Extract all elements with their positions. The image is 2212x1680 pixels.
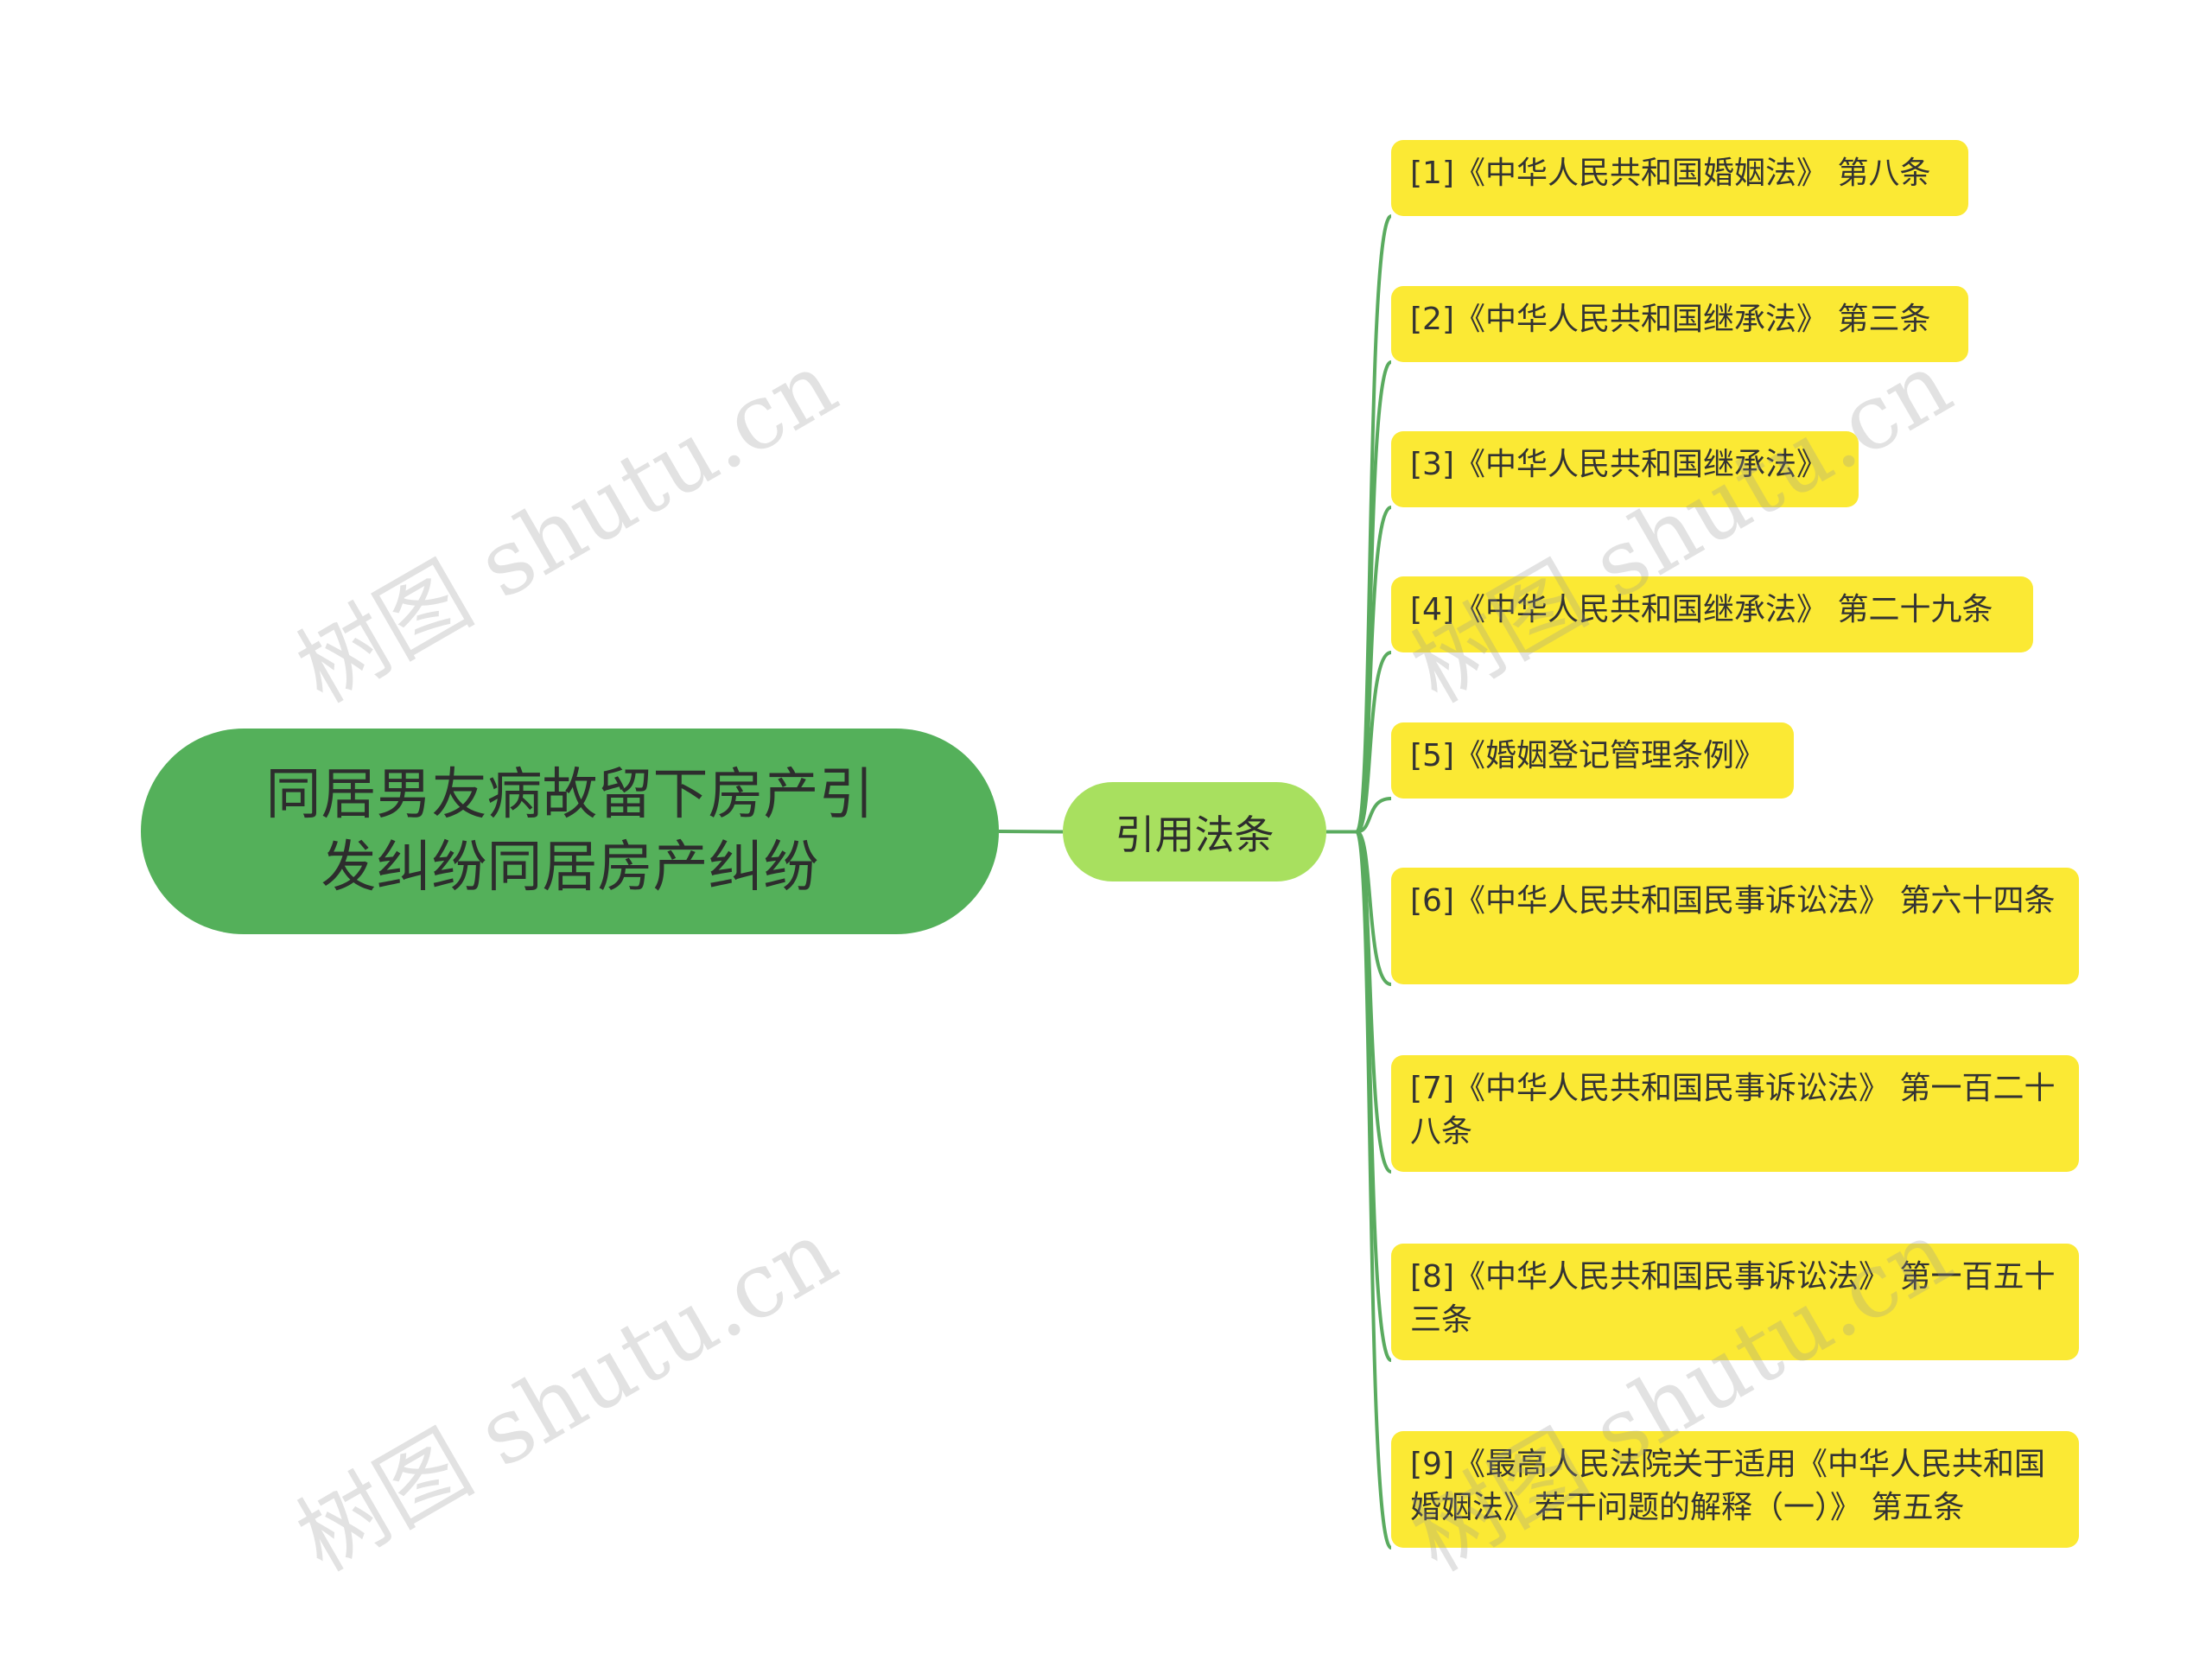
- branch-to-leaf-line-5: [1356, 797, 1392, 834]
- leaf-node-9[interactable]: [9]《最高人民法院关于适用《中华人民共和国婚姻法》若干问题的解释（一）》 第五…: [1391, 1431, 2079, 1548]
- leaf-node-label: [4]《中华人民共和国继承法》 第二十九条: [1410, 592, 1993, 627]
- leaf-node-3[interactable]: [3]《中华人民共和国继承法》: [1391, 431, 1859, 507]
- leaf-node-label: [8]《中华人民共和国民事诉讼法》 第一百五十三条: [1410, 1259, 2056, 1338]
- leaf-node-1[interactable]: [1]《中华人民共和国婚姻法》 第八条: [1391, 140, 1968, 216]
- branch-node-cited-laws[interactable]: 引用法条: [1063, 782, 1326, 881]
- leaf-node-label: [1]《中华人民共和国婚姻法》 第八条: [1410, 156, 1931, 191]
- leaf-node-label: [2]《中华人民共和国继承法》 第三条: [1410, 302, 1931, 337]
- leaf-node-label: [9]《最高人民法院关于适用《中华人民共和国婚姻法》若干问题的解释（一）》 第五…: [1410, 1447, 2045, 1525]
- leaf-node-4[interactable]: [4]《中华人民共和国继承法》 第二十九条: [1391, 576, 2033, 652]
- branch-to-leaf-line-4: [1355, 651, 1392, 834]
- root-to-branch-line: [998, 830, 1064, 834]
- leaf-node-label: [6]《中华人民共和国民事诉讼法》 第六十四条: [1410, 883, 2056, 919]
- leaf-node-label: [7]《中华人民共和国民事诉讼法》 第一百二十八条: [1410, 1071, 2056, 1149]
- leaf-node-label: [5]《婚姻登记管理条例》: [1410, 738, 1765, 773]
- branch-to-leaf-line-9: [1355, 830, 1393, 1550]
- root-topic-label: 同居男友病故留下房产引发纠纷同居房产纠纷: [265, 763, 874, 900]
- leaf-node-8[interactable]: [8]《中华人民共和国民事诉讼法》 第一百五十三条: [1391, 1244, 2079, 1360]
- leaf-node-label: [3]《中华人民共和国继承法》: [1410, 447, 1827, 482]
- leaf-node-6[interactable]: [6]《中华人民共和国民事诉讼法》 第六十四条: [1391, 868, 2079, 984]
- branch-node-label: 引用法条: [1115, 811, 1274, 858]
- leaf-node-2[interactable]: [2]《中华人民共和国继承法》 第三条: [1391, 286, 1968, 362]
- root-topic-node[interactable]: 同居男友病故留下房产引发纠纷同居房产纠纷: [141, 729, 999, 934]
- leaf-node-5[interactable]: [5]《婚姻登记管理条例》: [1391, 722, 1794, 799]
- leaf-node-7[interactable]: [7]《中华人民共和国民事诉讼法》 第一百二十八条: [1391, 1055, 2079, 1172]
- branch-to-leaf-line-3: [1355, 506, 1392, 834]
